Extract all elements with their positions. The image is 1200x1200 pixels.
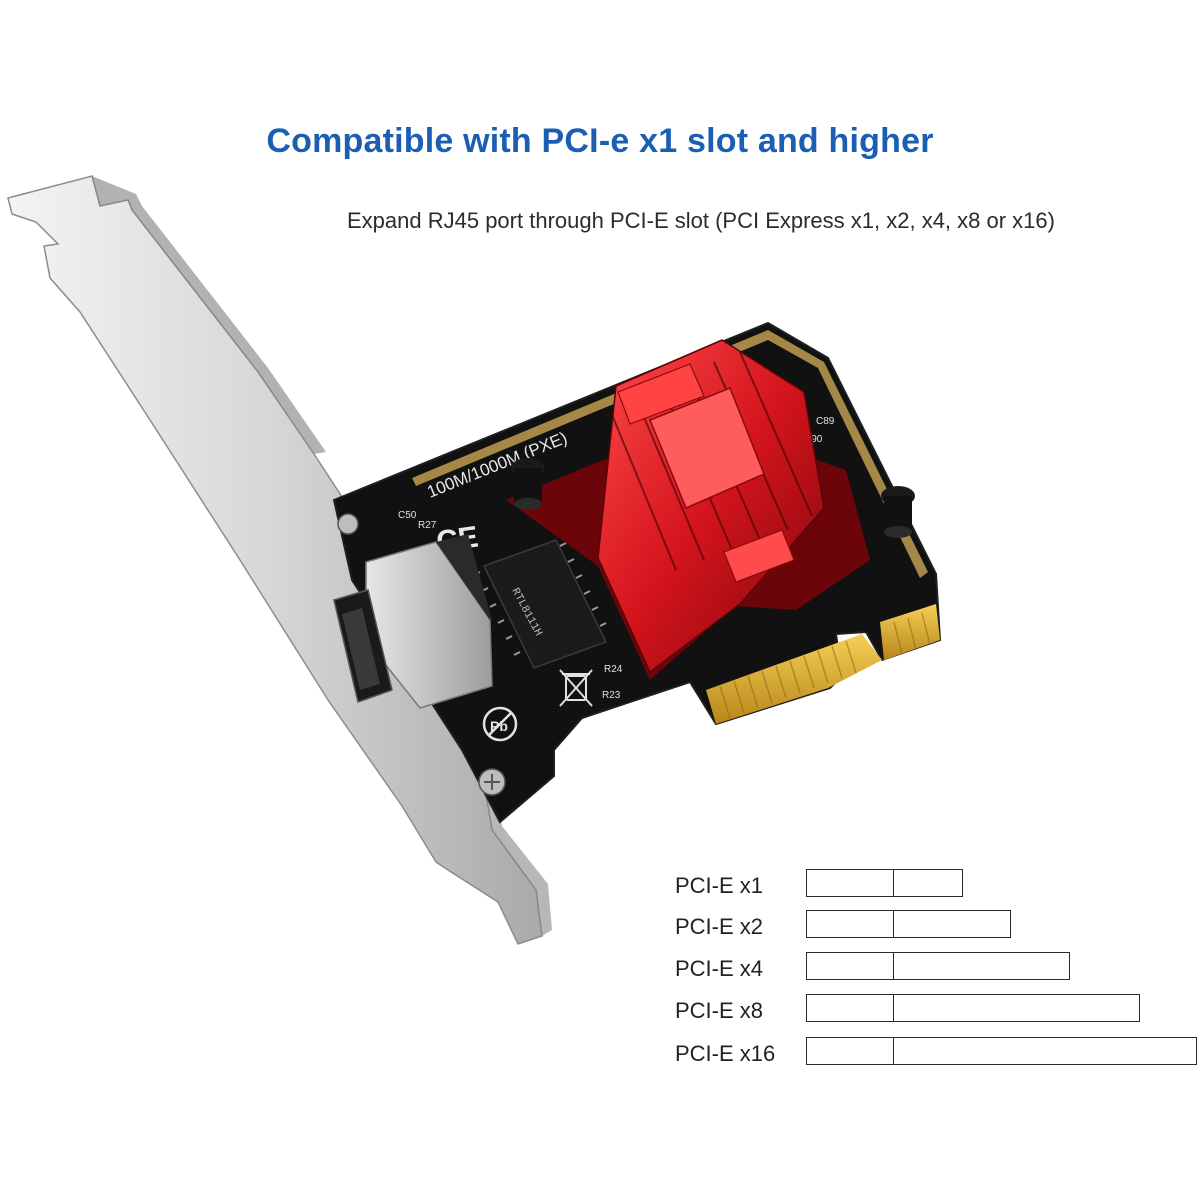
- svg-text:R27: R27: [418, 520, 437, 531]
- weee-bin-icon: [559, 669, 593, 707]
- slot-length-bar: [806, 869, 963, 897]
- svg-text:R23: R23: [602, 690, 621, 701]
- page-title: Compatible with PCI-e x1 slot and higher: [0, 122, 1200, 161]
- slot-length-bar: [806, 910, 1011, 938]
- bracket-screw: [337, 513, 506, 796]
- slot-label: PCI-E x2: [675, 914, 764, 939]
- slot-key-divider: [893, 910, 894, 938]
- slot-length-bar: [806, 952, 1070, 980]
- slot-key-divider: [893, 994, 894, 1022]
- slot-label: PCI-E x4: [675, 956, 764, 981]
- svg-text:C50: C50: [398, 510, 417, 521]
- slot-key-divider: [893, 1037, 894, 1065]
- network-card-image: 100M/1000M (PXE) CE RTL8111H Pb: [7, 175, 942, 945]
- svg-text:Pb: Pb: [490, 718, 508, 734]
- slot-key-divider: [893, 952, 894, 980]
- subtitle: Expand RJ45 port through PCI-E slot (PCI…: [347, 208, 1055, 233]
- svg-text:C89: C89: [816, 416, 835, 427]
- slot-length-bar: [806, 994, 1140, 1022]
- slot-key-divider: [893, 869, 894, 897]
- slot-label: PCI-E x16: [675, 1041, 776, 1066]
- component-labels: C50 R27 R24 R23 C89 C90: [398, 416, 835, 701]
- slot-length-bar: [806, 1037, 1197, 1065]
- red-heatsink: [506, 339, 870, 680]
- rj45-port-icon: [333, 534, 493, 709]
- svg-text:R24: R24: [604, 664, 623, 675]
- slot-label: PCI-E x8: [675, 998, 764, 1023]
- slot-label: PCI-E x1: [675, 873, 764, 898]
- pb-free-icon: Pb: [482, 706, 518, 742]
- heading-text: Compatible with PCI-e x1 slot and higher: [266, 122, 934, 160]
- svg-text:C90: C90: [804, 434, 823, 445]
- heatsink-pin: [511, 458, 915, 538]
